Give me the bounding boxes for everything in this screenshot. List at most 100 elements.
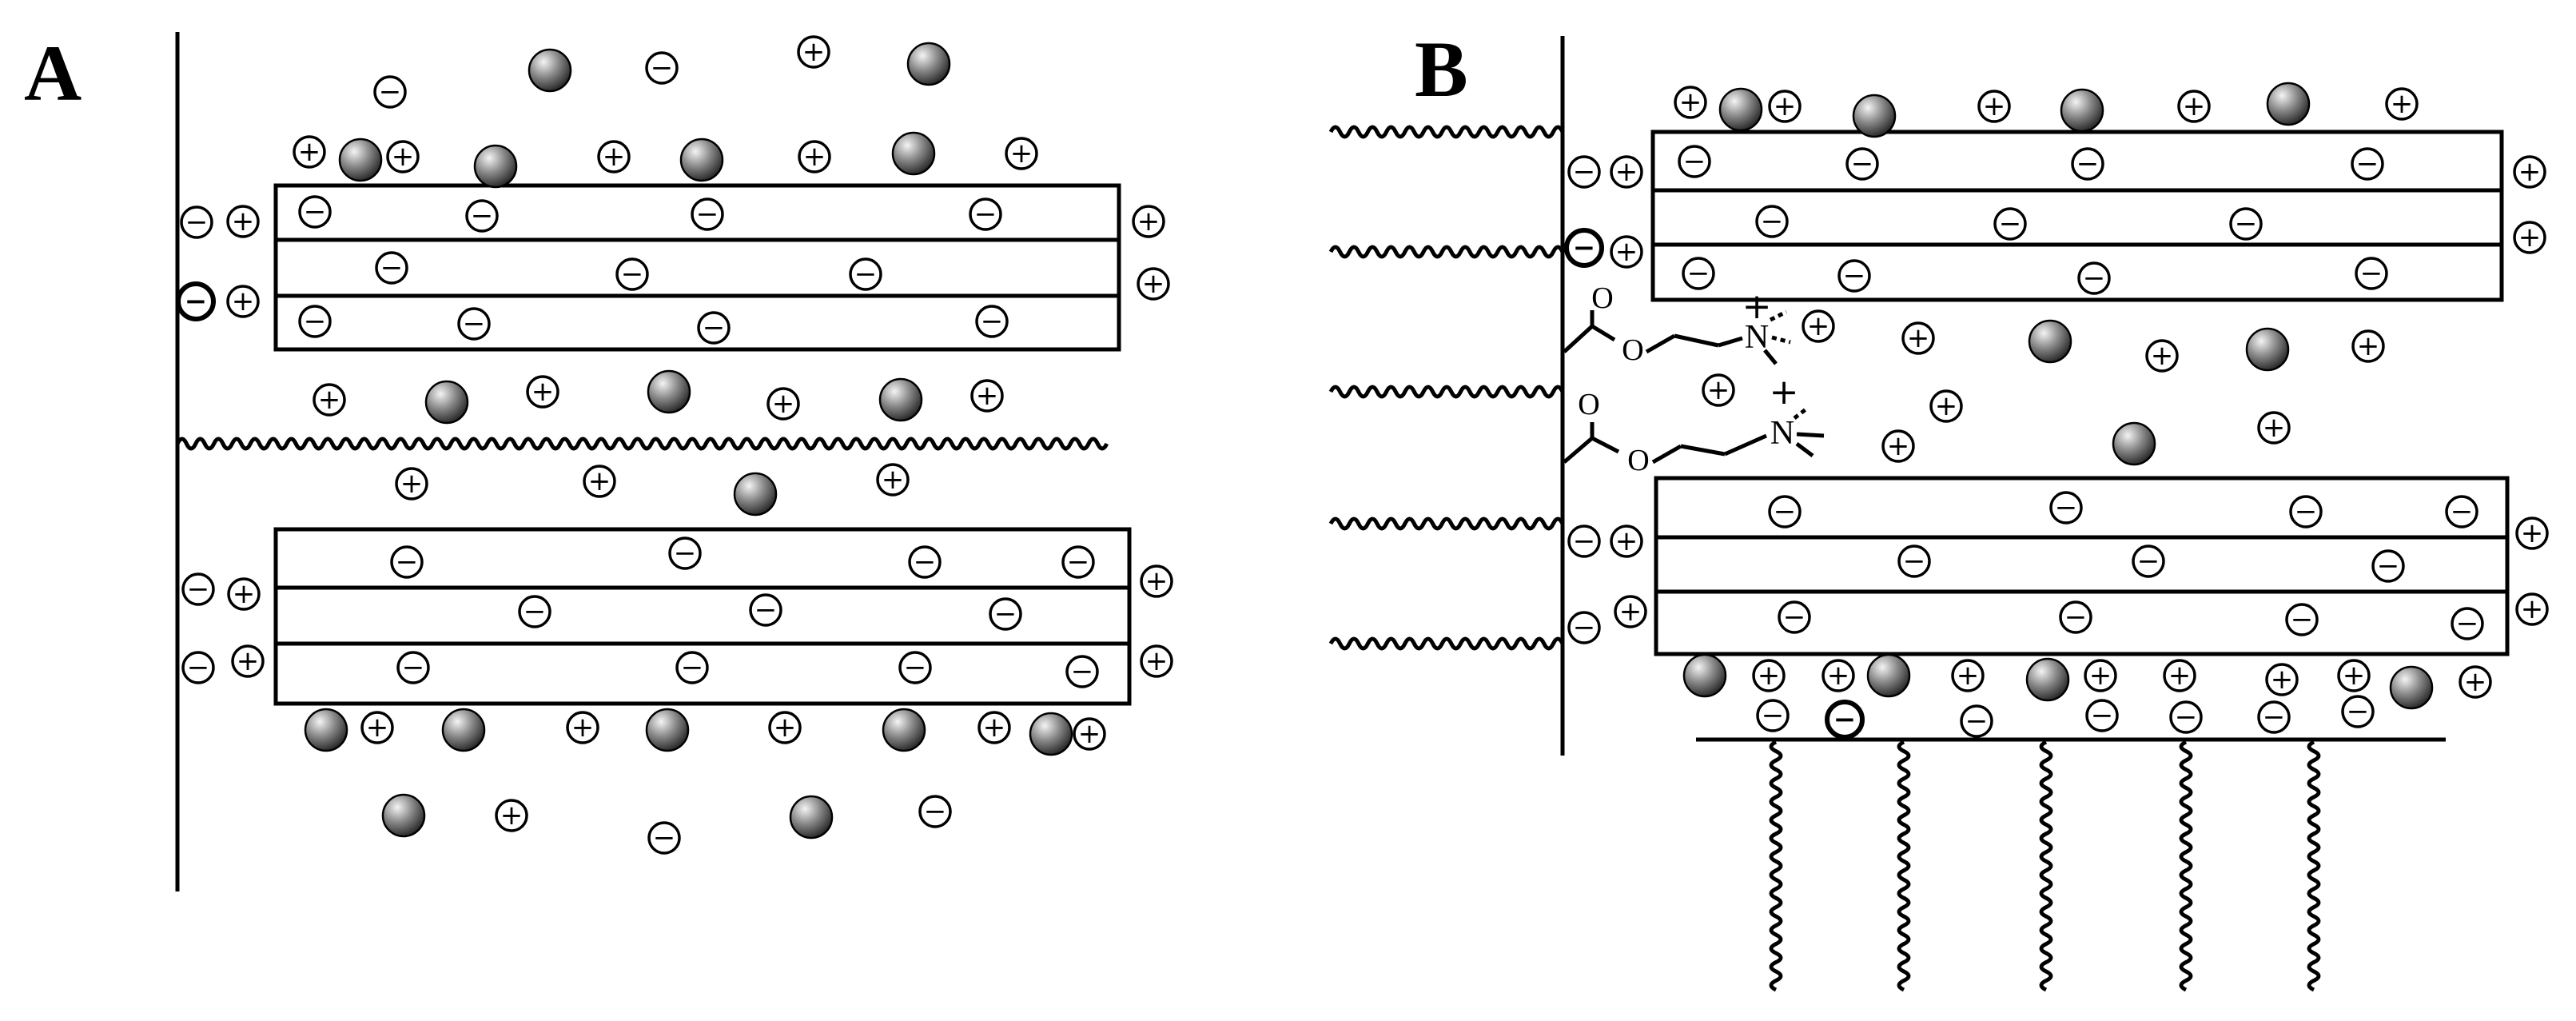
- cation-mark-ring: [293, 135, 326, 169]
- counterion-sphere: [2028, 319, 2072, 364]
- anion-mark-ring: [390, 545, 424, 579]
- anion-mark: −: [2341, 695, 2375, 728]
- anion-mark: −: [668, 536, 702, 570]
- anion-mark-ring: [989, 597, 1022, 631]
- anion-mark-symbol: −: [2295, 496, 2318, 528]
- anion-mark: −: [2257, 700, 2291, 734]
- cation-mark: +: [360, 711, 394, 744]
- bond-line: [1591, 436, 1620, 454]
- anion-mark-symbol: −: [974, 198, 997, 230]
- anion-mark: −: [465, 199, 499, 233]
- counterion-sphere: [878, 377, 923, 422]
- cation-mark-symbol: +: [2271, 664, 2294, 696]
- anion-mark: −: [975, 305, 1009, 338]
- cation-mark: +: [1702, 373, 1735, 407]
- anion-mark-symbol: −: [2235, 208, 2258, 240]
- cation-mark: +: [1881, 429, 1915, 463]
- cation-mark-ring: [2459, 665, 2492, 699]
- anion-mark: −: [2132, 544, 2165, 578]
- anion-mark: −: [2289, 495, 2323, 528]
- cation-mark-ring: [1802, 309, 1835, 343]
- cation-mark-symbol: +: [1615, 525, 1638, 557]
- anion-mark-ring: [668, 536, 702, 570]
- anion-mark: −: [1678, 145, 1711, 178]
- anion-mark-symbol: −: [304, 305, 327, 337]
- anion-mark-ring: [2071, 147, 2104, 181]
- counterion-sphere: [645, 708, 690, 752]
- cation-mark-ring: [226, 205, 260, 238]
- counterion-sphere: [2112, 421, 2156, 466]
- cation-mark-symbol: +: [532, 376, 555, 408]
- cation-mark-symbol: +: [1957, 660, 1980, 692]
- cation-mark: +: [1137, 267, 1170, 301]
- anion-mark-symbol: −: [914, 546, 937, 578]
- anion-mark-ring: [2229, 207, 2263, 241]
- cation-mark-symbol: +: [2151, 340, 2174, 372]
- cation-mark: +: [395, 467, 428, 501]
- cation-mark-symbol: +: [802, 36, 826, 68]
- anion-mark-ring: [1897, 544, 1931, 578]
- anion-mark-ring: [2451, 607, 2484, 640]
- cation-mark-ring: [970, 379, 1004, 413]
- cation-mark: +: [1674, 86, 1707, 119]
- anion-mark-symbol: −: [187, 573, 210, 605]
- anion-mark: −: [989, 597, 1022, 631]
- cation-mark-ring: [1005, 137, 1038, 170]
- cation-mark-symbol: +: [2183, 90, 2206, 122]
- anion-mark-symbol: −: [2175, 701, 2198, 733]
- anion-mark: −: [2451, 607, 2484, 640]
- cation-mark-ring: [2385, 87, 2419, 121]
- anion-mark-symbol: −: [904, 652, 927, 684]
- anion-mark-ring: [375, 251, 408, 285]
- bond-line: [1591, 324, 1616, 342]
- cation-mark: +: [1610, 524, 1643, 558]
- anion-mark-ring: [1564, 228, 1604, 268]
- anion-mark-symbol: −: [1783, 601, 1806, 633]
- anion-mark: −: [898, 651, 932, 684]
- cation-mark-symbol: +: [2263, 412, 2286, 444]
- anion-mark-symbol: −: [1071, 656, 1094, 688]
- counterion-sphere: [882, 708, 926, 752]
- cation-mark: +: [1822, 659, 1855, 692]
- cation-mark-symbol: +: [1827, 660, 1850, 692]
- anion-mark: −: [2059, 600, 2092, 634]
- cation-mark-symbol: +: [2343, 660, 2366, 692]
- cation-mark-ring: [227, 577, 261, 611]
- cation-mark: +: [977, 711, 1011, 744]
- cation-mark-symbol: +: [237, 645, 260, 677]
- cation-mark-ring: [766, 387, 800, 421]
- carbonyl-oxygen: O: [1578, 388, 1599, 421]
- cation-mark-ring: [1752, 659, 1786, 692]
- anion-mark-symbol: −: [2055, 492, 2078, 524]
- cation-mark: +: [1073, 717, 1106, 751]
- anion-mark-symbol: −: [1851, 148, 1874, 180]
- polymer-chain-b: [1328, 245, 1565, 259]
- anion-mark: −: [1682, 257, 1715, 290]
- anion-mark-ring: [181, 651, 215, 684]
- anion-mark: −: [647, 821, 681, 855]
- anion-mark-symbol: −: [621, 258, 644, 290]
- anion-mark-symbol: −: [924, 796, 947, 828]
- anion-mark-ring: [918, 795, 952, 828]
- cation-mark-symbol: +: [976, 380, 999, 412]
- cation-mark-symbol: +: [1142, 268, 1165, 300]
- anion-mark-symbol: −: [1999, 208, 2022, 240]
- anion-mark: −: [1567, 611, 1601, 644]
- grafted-polymer-chain: [2039, 740, 2053, 992]
- anion-mark: −: [2445, 495, 2478, 528]
- anion-mark: −: [298, 305, 332, 338]
- anion-mark-symbol: −: [1687, 257, 1710, 289]
- anion-mark-ring: [2077, 261, 2111, 295]
- anion-mark: −: [2071, 147, 2104, 181]
- cation-mark-ring: [1610, 524, 1643, 558]
- cation-mark-ring: [2265, 663, 2299, 696]
- anion-mark-ring: [2341, 695, 2375, 728]
- anion-mark: −: [1567, 155, 1601, 189]
- anion-mark-symbol: −: [380, 252, 404, 284]
- anion-mark: −: [615, 257, 649, 291]
- cation-mark: +: [2084, 659, 2117, 692]
- anion-mark-ring: [180, 205, 213, 239]
- anion-mark-symbol: −: [2137, 545, 2160, 577]
- anion-mark-ring: [697, 311, 731, 345]
